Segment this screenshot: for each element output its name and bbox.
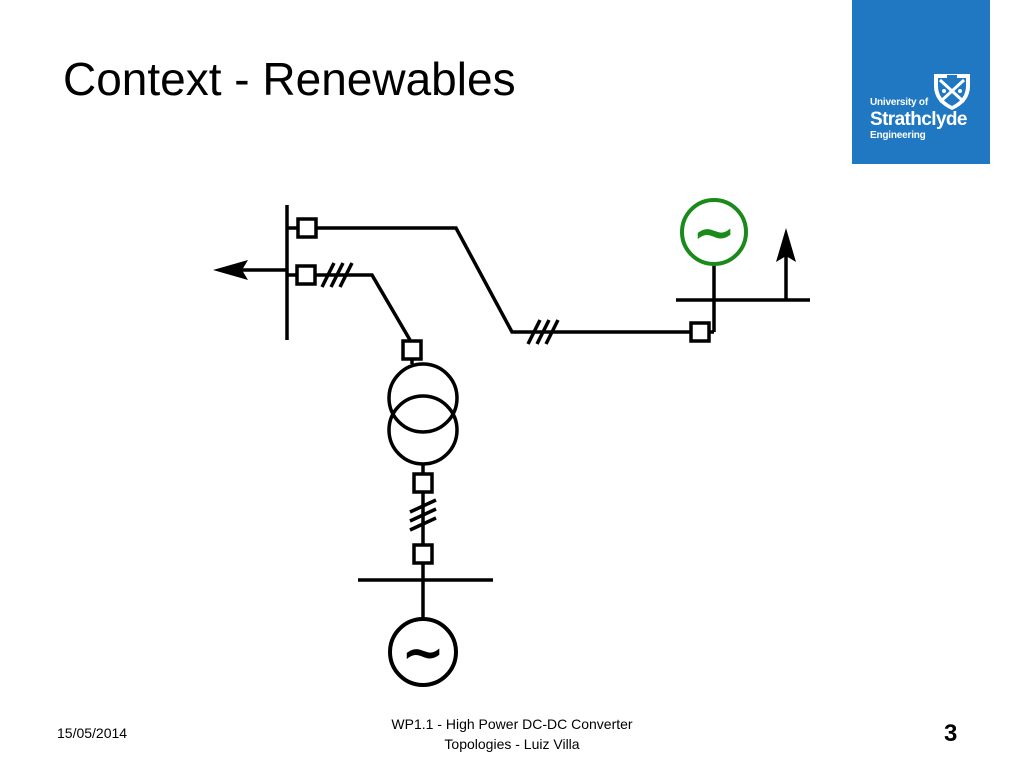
green-generator-symbol: ~ (692, 203, 736, 263)
logo-line-strathclyde: Strathclyde (870, 109, 967, 130)
single-line-diagram: ~ ~ (213, 198, 810, 687)
university-logo: University of Strathclyde Engineering (852, 0, 990, 164)
breaker-lower-bus (412, 543, 434, 565)
conventional-generator: ~ (388, 617, 458, 687)
black-generator-symbol: ~ (401, 623, 445, 683)
footer-title-line-1: WP1.1 - High Power DC-DC Converter (391, 716, 633, 732)
top-feeder-line (316, 226, 691, 334)
breaker-right (689, 321, 711, 343)
green-generator-icon (680, 198, 748, 266)
footer-date: 15/05/2014 (57, 725, 128, 741)
slide-title: Context - Renewables (63, 53, 516, 105)
load-arrow-icon (776, 228, 796, 262)
transformer-feeder-line (315, 273, 412, 341)
export-arrow-icon (213, 260, 248, 280)
renewable-generator: ~ (680, 198, 748, 266)
transformer-winding-upper (387, 362, 459, 434)
page-number: 3 (944, 720, 958, 747)
black-generator-icon (388, 617, 458, 687)
footer-presentation-title: WP1.1 - High Power DC-DC Converter Topol… (312, 714, 712, 754)
breaker-top-left (296, 217, 318, 239)
logo-line-engineering: Engineering (870, 130, 926, 141)
footer-title-line-2: Topologies - Luiz Villa (444, 736, 580, 752)
crest-icon (934, 74, 970, 110)
breaker-mid-left (295, 264, 317, 286)
transformer-winding-lower (387, 394, 459, 466)
breaker-transformer-bottom (412, 472, 434, 494)
breaker-transformer-top (401, 339, 423, 361)
logo-line-university: University of (870, 97, 928, 108)
